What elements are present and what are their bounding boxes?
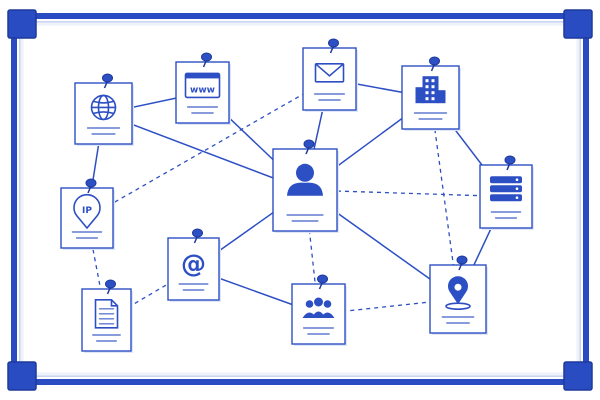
browser-label: www bbox=[190, 85, 215, 95]
at-card: @ bbox=[167, 228, 221, 302]
pushpin-icon bbox=[85, 178, 97, 188]
building-window bbox=[431, 91, 435, 95]
building-window bbox=[425, 91, 429, 95]
ip-location-pin-icon bbox=[73, 193, 101, 230]
pushpin-icon bbox=[102, 73, 113, 83]
corner-top-left bbox=[7, 9, 37, 39]
pushpin-icon bbox=[504, 155, 516, 165]
person-card bbox=[272, 139, 339, 233]
card-paper bbox=[60, 187, 114, 249]
building-wing-right bbox=[437, 90, 446, 104]
building-window bbox=[425, 85, 429, 89]
corner-bottom-right bbox=[563, 361, 593, 391]
corner-bottom-left bbox=[7, 361, 37, 391]
card-paper bbox=[74, 82, 133, 145]
server-card bbox=[479, 155, 534, 230]
building-window bbox=[431, 79, 435, 83]
server-stack-icon bbox=[490, 176, 522, 184]
building-wing-left bbox=[415, 87, 424, 104]
office-building-icon bbox=[422, 76, 439, 104]
group-member-head bbox=[305, 300, 314, 308]
ip-label: IP bbox=[82, 206, 92, 216]
pin-ground bbox=[445, 302, 471, 311]
building-window bbox=[431, 85, 435, 89]
envelope-flap bbox=[314, 63, 345, 77]
group-member-body bbox=[311, 311, 326, 318]
building-window bbox=[425, 79, 429, 83]
globe-card bbox=[74, 73, 134, 146]
people-group-icon bbox=[314, 297, 323, 307]
globe-parallels bbox=[93, 100, 114, 115]
pushpin-icon bbox=[328, 38, 339, 48]
server-led bbox=[515, 187, 519, 190]
ip-card: IP bbox=[60, 178, 115, 250]
person-shoulders bbox=[287, 182, 323, 196]
building-window bbox=[431, 97, 435, 101]
server-unit bbox=[490, 185, 522, 193]
corner-top-right bbox=[563, 9, 593, 39]
pushpin-icon bbox=[317, 274, 328, 284]
pin-hole bbox=[454, 283, 462, 291]
link-globe-person bbox=[103, 112, 306, 191]
building-card bbox=[401, 56, 461, 131]
pushpin-icon bbox=[303, 139, 315, 149]
server-unit bbox=[490, 194, 522, 202]
pushpin-icon bbox=[192, 228, 203, 238]
building-window bbox=[425, 97, 429, 101]
pushpin-icon bbox=[429, 56, 440, 66]
person-silhouette-icon bbox=[296, 163, 314, 182]
location-card bbox=[429, 255, 488, 335]
frame-outer bbox=[11, 13, 589, 385]
document-card bbox=[81, 279, 133, 353]
server-led bbox=[515, 196, 519, 199]
group-member-head bbox=[323, 300, 332, 308]
envelope-icon bbox=[314, 62, 345, 83]
web-card: www bbox=[175, 52, 231, 125]
frame-inner bbox=[20, 22, 580, 376]
at-sign-icon: @ bbox=[181, 249, 206, 278]
pushpin-icon bbox=[201, 52, 212, 62]
server-led bbox=[515, 178, 519, 181]
card-paper bbox=[81, 288, 132, 352]
document-icon bbox=[94, 299, 119, 329]
email-card bbox=[302, 38, 358, 112]
link-ip-email bbox=[86, 78, 330, 219]
document-fold bbox=[110, 299, 118, 307]
pushpin-icon bbox=[105, 279, 116, 289]
pushpin-icon bbox=[456, 255, 468, 265]
browser-titlebar bbox=[185, 73, 220, 79]
group-card bbox=[291, 274, 347, 346]
